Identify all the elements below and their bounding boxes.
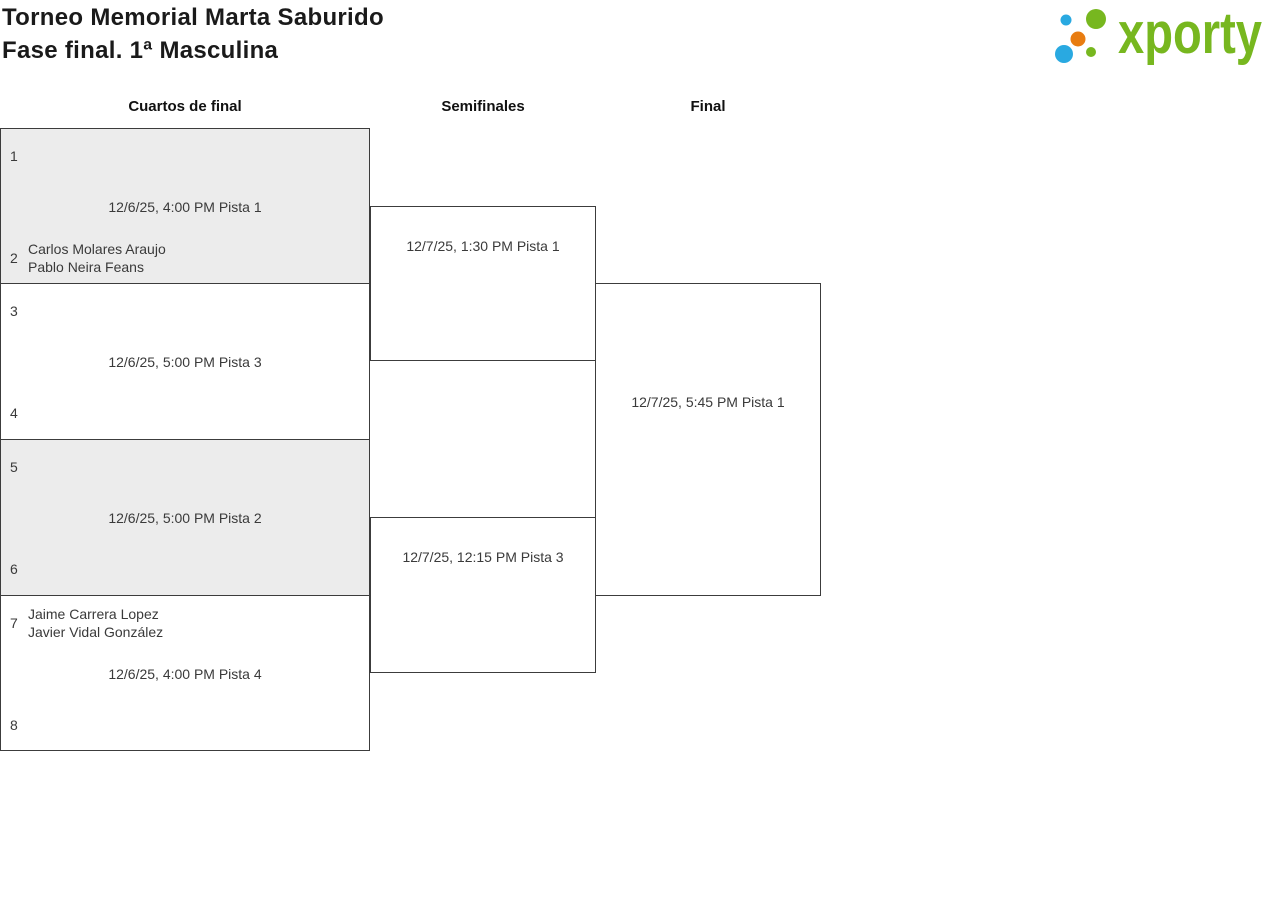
match-slot-bottom: 6: [10, 551, 23, 587]
match-quarterfinal-4[interactable]: 7 Jaime Carrera Lopez Javier Vidal Gonzá…: [0, 595, 370, 751]
logo-dot-blue-large-icon: [1055, 45, 1073, 63]
match-slot-top: 1: [10, 138, 23, 174]
team-names: Carlos Molares Araujo Pablo Neira Feans: [28, 240, 166, 276]
match-slot-top: 5: [10, 449, 23, 485]
seed-number: 3: [10, 303, 18, 319]
match-schedule: 12/6/25, 4:00 PM Pista 4: [108, 666, 262, 682]
seed-number: 6: [10, 561, 18, 577]
match-slot-top: 3: [10, 293, 23, 329]
seed-number: 5: [10, 459, 18, 475]
match-schedule: 12/6/25, 4:00 PM Pista 1: [108, 199, 262, 215]
match-final[interactable]: 12/7/25, 5:45 PM Pista 1: [595, 283, 821, 596]
logo-dot-green-small-icon: [1086, 47, 1096, 57]
logo-dot-orange-icon: [1070, 31, 1086, 47]
match-schedule: 12/6/25, 5:00 PM Pista 3: [108, 354, 262, 370]
seed-number: 1: [10, 148, 18, 164]
match-quarterfinal-1[interactable]: 1 12/6/25, 4:00 PM Pista 1 2 Carlos Mola…: [0, 128, 370, 284]
match-slot-top: 7 Jaime Carrera Lopez Javier Vidal Gonzá…: [10, 605, 163, 641]
match-quarterfinal-3[interactable]: 5 12/6/25, 5:00 PM Pista 2 6: [0, 439, 370, 596]
match-schedule: 12/7/25, 1:30 PM Pista 1: [406, 238, 560, 254]
round-header-final: Final: [690, 98, 726, 115]
match-slot-bottom: 8: [10, 707, 23, 743]
match-semifinal-1[interactable]: 12/7/25, 1:30 PM Pista 1: [370, 206, 596, 361]
match-schedule: 12/6/25, 5:00 PM Pista 2: [108, 510, 262, 526]
xporty-logo: xporty: [1055, 8, 1262, 66]
team-names: Jaime Carrera Lopez Javier Vidal Gonzále…: [28, 605, 163, 641]
logo-dot-blue-small-icon: [1060, 14, 1072, 26]
page-title: Torneo Memorial Marta Saburido Fase fina…: [2, 1, 384, 67]
seed-number: 7: [10, 615, 18, 631]
match-slot-bottom: 4: [10, 395, 23, 431]
match-slot-bottom: 2 Carlos Molares Araujo Pablo Neira Fean…: [10, 240, 166, 276]
seed-number: 8: [10, 717, 18, 733]
player-name: Javier Vidal González: [28, 624, 164, 640]
tournament-title: Torneo Memorial Marta Saburido: [2, 4, 384, 31]
round-header-cuartos: Cuartos de final: [128, 98, 242, 115]
match-schedule: 12/7/25, 5:45 PM Pista 1: [631, 394, 785, 410]
player-name: Pablo Neira Feans: [28, 259, 144, 275]
player-name: Carlos Molares Araujo: [28, 241, 166, 257]
round-header-semifinales: Semifinales: [441, 98, 525, 115]
logo-dot-green-large-icon: [1086, 9, 1106, 29]
logo-wordmark: xporty: [1118, 8, 1262, 66]
match-semifinal-2[interactable]: 12/7/25, 12:15 PM Pista 3: [370, 517, 596, 673]
match-quarterfinal-2[interactable]: 3 12/6/25, 5:00 PM Pista 3 4: [0, 283, 370, 440]
tournament-phase-subtitle: Fase final. 1ª Masculina: [2, 37, 279, 64]
player-name: Jaime Carrera Lopez: [28, 606, 159, 622]
seed-number: 2: [10, 250, 18, 266]
match-schedule: 12/7/25, 12:15 PM Pista 3: [402, 549, 564, 565]
seed-number: 4: [10, 405, 18, 421]
